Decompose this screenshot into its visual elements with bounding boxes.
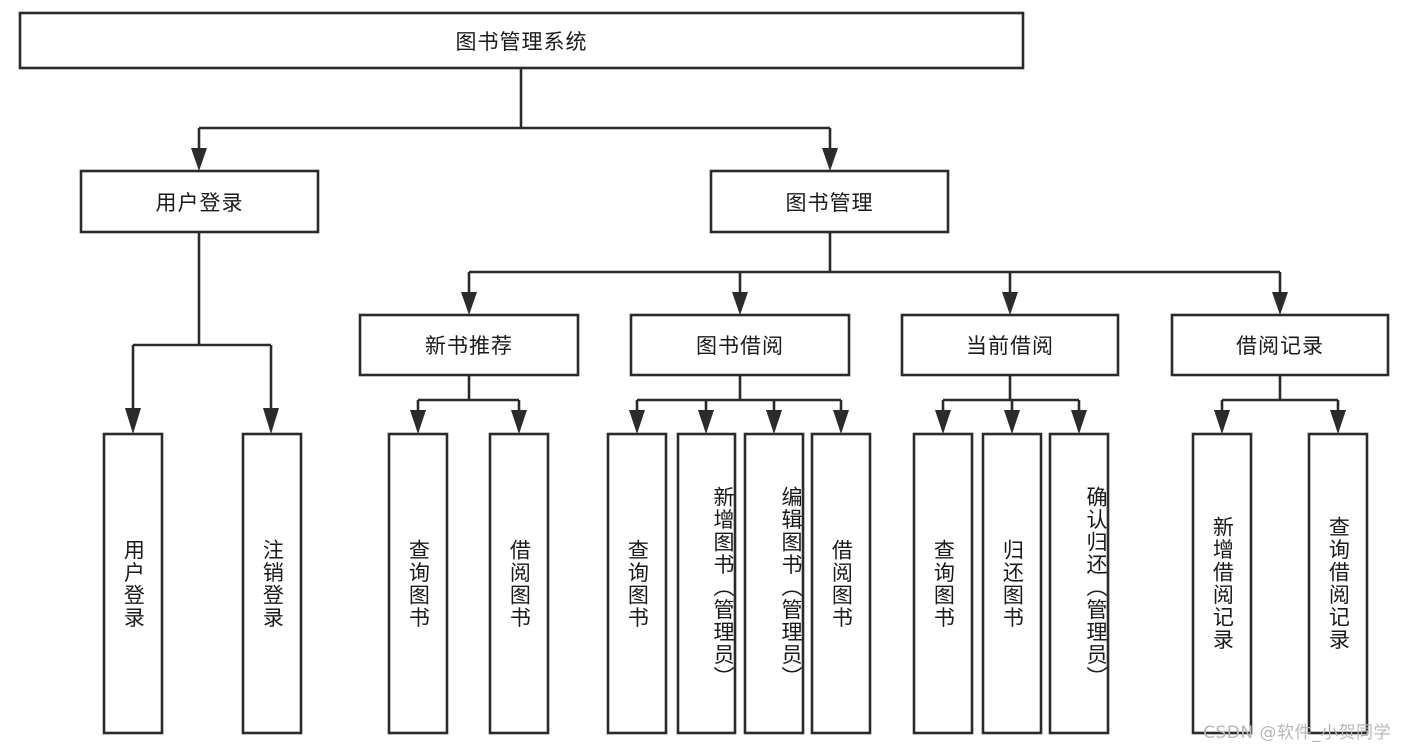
node-leaf-box-query-book-cb[interactable] bbox=[912, 432, 974, 735]
node-leaf-box-logout[interactable] bbox=[241, 432, 303, 735]
node-leaf-box-add-record[interactable] bbox=[1191, 432, 1253, 735]
arrowhead-to-user-login bbox=[191, 148, 207, 171]
csdn-watermark: CSDN @软件_小贺同学 bbox=[1203, 723, 1391, 743]
arrowhead-newbook-leaf-1 bbox=[410, 410, 426, 434]
node-leaf-box-query-book-nb[interactable] bbox=[387, 432, 449, 735]
arrowhead-bookborrow-leaf-4 bbox=[833, 410, 849, 434]
arrowhead-borrowrecord-leaf-2 bbox=[1330, 410, 1346, 434]
arrowhead-to-book-borrow bbox=[732, 292, 748, 315]
arrowhead-bookborrow-leaf-3 bbox=[766, 410, 782, 434]
arrowhead-to-leaf-logout bbox=[263, 408, 279, 434]
arrowhead-borrowrecord-leaf-1 bbox=[1214, 410, 1230, 434]
node-user-login-box[interactable] bbox=[79, 169, 320, 234]
arrowhead-to-borrow-record bbox=[1272, 292, 1288, 315]
arrowhead-newbook-leaf-2 bbox=[511, 410, 527, 434]
node-leaf-box-edit-book[interactable] bbox=[743, 432, 805, 735]
arrowhead-bookborrow-leaf-1 bbox=[629, 410, 645, 434]
node-leaf-box-borrow-book-nb[interactable] bbox=[488, 432, 550, 735]
arrowhead-currentborrow-leaf-1 bbox=[935, 410, 951, 434]
node-leaf-box-return-book[interactable] bbox=[981, 432, 1043, 735]
node-leaf-box-borrow-book-bb[interactable] bbox=[810, 432, 872, 735]
node-book-management-box[interactable] bbox=[709, 169, 950, 234]
node-new-book-recommend-box[interactable] bbox=[358, 313, 580, 377]
arrowhead-to-new-book bbox=[461, 292, 477, 315]
node-book-borrow-box[interactable] bbox=[629, 313, 851, 377]
arrowhead-bookborrow-leaf-2 bbox=[698, 410, 714, 434]
node-root-box[interactable] bbox=[18, 11, 1025, 70]
node-current-borrow-box[interactable] bbox=[900, 313, 1120, 377]
arrowhead-currentborrow-leaf-3 bbox=[1071, 410, 1087, 434]
arrowheads-group bbox=[125, 148, 1346, 434]
arrowhead-to-current-borrow bbox=[1002, 292, 1018, 315]
node-borrow-record-box[interactable] bbox=[1170, 313, 1390, 377]
arrowhead-to-book-mgmt bbox=[822, 148, 838, 171]
arrowhead-to-leaf-user-login bbox=[125, 408, 141, 434]
nodes-group bbox=[18, 11, 1390, 735]
node-leaf-box-query-book-bb[interactable] bbox=[606, 432, 668, 735]
node-leaf-box-user-login[interactable] bbox=[102, 432, 164, 735]
node-leaf-box-add-book[interactable] bbox=[676, 432, 737, 735]
node-leaf-box-query-record[interactable] bbox=[1307, 432, 1369, 735]
node-leaf-box-confirm-return[interactable] bbox=[1048, 432, 1110, 735]
arrowhead-currentborrow-leaf-2 bbox=[1004, 410, 1020, 434]
